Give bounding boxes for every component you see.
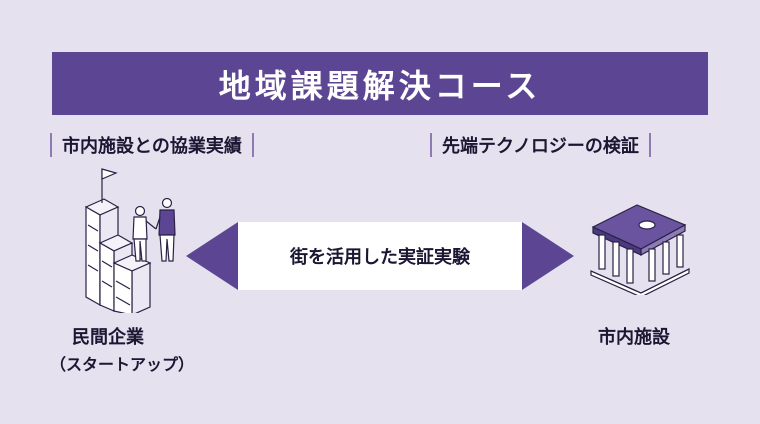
subtitle-left: 市内施設との協業実績 — [50, 130, 254, 160]
arrow-right — [522, 222, 574, 290]
startup-sublabel: （スタートアップ） — [50, 355, 195, 374]
building-icon — [585, 195, 695, 299]
banner-title: 地域課題解決コース — [218, 66, 542, 105]
subtitle-right: 先端テクノロジーの検証 — [430, 130, 651, 160]
divider — [251, 133, 254, 157]
arrow-left — [186, 222, 238, 290]
facility-label: 市内施設 — [598, 327, 670, 348]
subtitle-right-text: 先端テクノロジーの検証 — [442, 136, 639, 157]
startup-icon — [70, 165, 190, 317]
divider — [430, 133, 432, 157]
title-banner: 地域課題解決コース — [52, 52, 708, 115]
center-label: 街を活用した実証実験 — [238, 222, 522, 290]
subtitle-left-text: 市内施設との協業実績 — [62, 136, 242, 157]
startup-label: 民間企業 — [72, 327, 144, 348]
divider — [50, 133, 52, 157]
divider — [648, 133, 651, 157]
